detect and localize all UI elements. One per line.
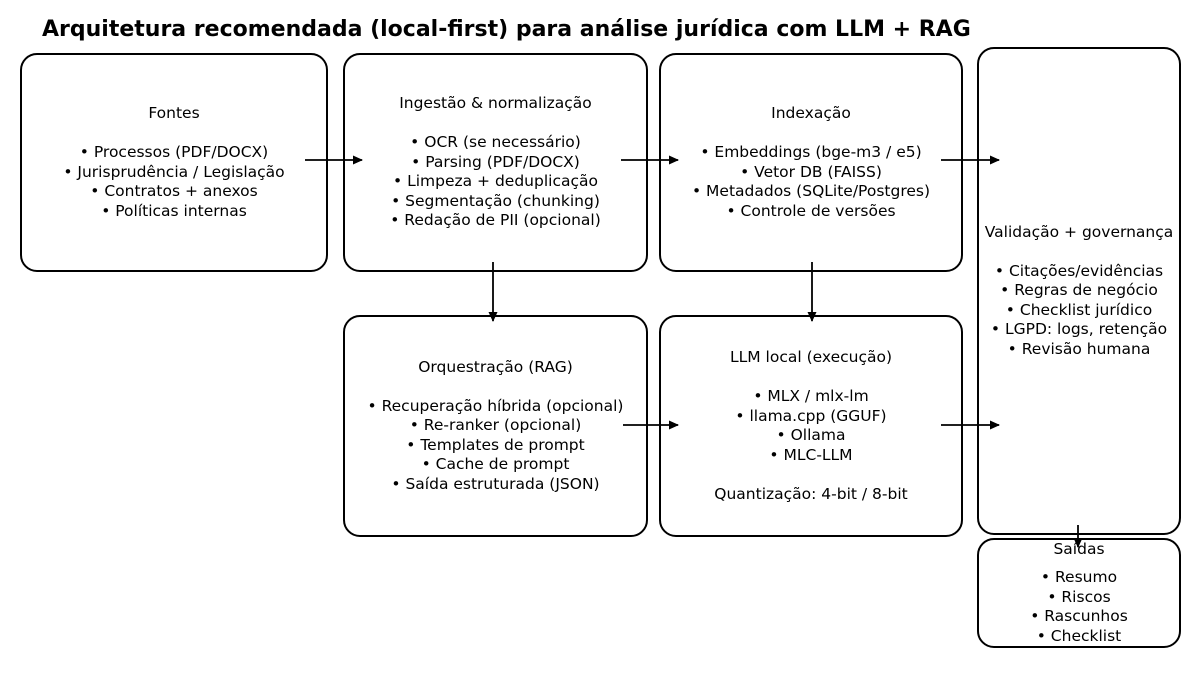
list-item: • Riscos [1047,587,1111,606]
diagram-title: Arquitetura recomendada (local-first) pa… [42,17,971,42]
box-validacao-title: Validação + governança [984,222,1174,241]
list-item: • Ollama [776,426,846,444]
box-llm-local-title: LLM local (execução) [729,348,893,366]
box-indexacao-title: Indexação [771,104,851,122]
box-orquestracao-title: Orquestração (RAG) [418,357,573,376]
list-item: • Metadados (SQLite/Postgres) [691,182,931,200]
list-item: • MLC-LLM [769,445,853,464]
box-validacao: Validação + governança • Citações/evidên… [977,47,1181,535]
list-item: • OCR (se necessário) [410,133,581,152]
list-item: • Segmentação (chunking) [391,191,600,210]
list-item: • Limpeza + deduplicação [393,172,598,191]
list-item: • Controle de versões [726,201,896,220]
box-llm-local: LLM local (execução) • MLX / mlx-lm • ll… [659,315,963,537]
list-item: • Parsing (PDF/DOCX) [411,152,580,171]
list-item: • Resumo [1040,568,1118,586]
list-item: • Cache de prompt [421,455,570,474]
box-ingestao-title: Ingestão & normalização [399,94,592,113]
list-item: • LGPD: logs, retenção [990,320,1168,339]
list-item: • Vetor DB (FAISS) [740,162,882,181]
list-item: • Checklist jurídico [1005,300,1153,319]
list-item: • Processos (PDF/DOCX) [79,143,269,161]
list-item: • Rascunhos [1030,607,1128,625]
list-item: • Políticas internas [101,201,247,220]
box-fontes: Fontes • Processos (PDF/DOCX) • Jurispru… [20,53,328,272]
list-item: • Contratos + anexos [90,182,258,200]
list-item: • Jurisprudência / Legislação [63,162,285,181]
list-item: • llama.cpp (GGUF) [735,406,887,425]
box-saidas: Saídas • Resumo • Riscos • Rascunhos • C… [977,538,1181,648]
quantization-note: Quantização: 4-bit / 8-bit [714,484,908,503]
list-item: • Recuperação híbrida (opcional) [367,396,624,415]
list-item: • Saída estruturada (JSON) [391,474,600,493]
box-ingestao: Ingestão & normalização • OCR (se necess… [343,53,648,272]
list-item: • Re-ranker (opcional) [409,416,582,435]
box-orquestracao: Orquestração (RAG) • Recuperação híbrida… [343,315,648,537]
list-item: • Redação de PII (opcional) [390,211,601,230]
list-item: • MLX / mlx-lm [753,387,869,405]
list-item: • Revisão humana [1007,339,1151,358]
list-item: • Embeddings (bge-m3 / e5) [700,143,922,161]
list-item: • Checklist [1036,626,1122,645]
list-item: • Templates de prompt [406,435,585,454]
box-saidas-title: Saídas [1053,540,1105,558]
box-indexacao: Indexação • Embeddings (bge-m3 / e5) • V… [659,53,963,272]
list-item: • Citações/evidências [994,261,1164,280]
box-fontes-title: Fontes [148,104,200,122]
list-item: • Regras de negócio [1000,281,1158,300]
